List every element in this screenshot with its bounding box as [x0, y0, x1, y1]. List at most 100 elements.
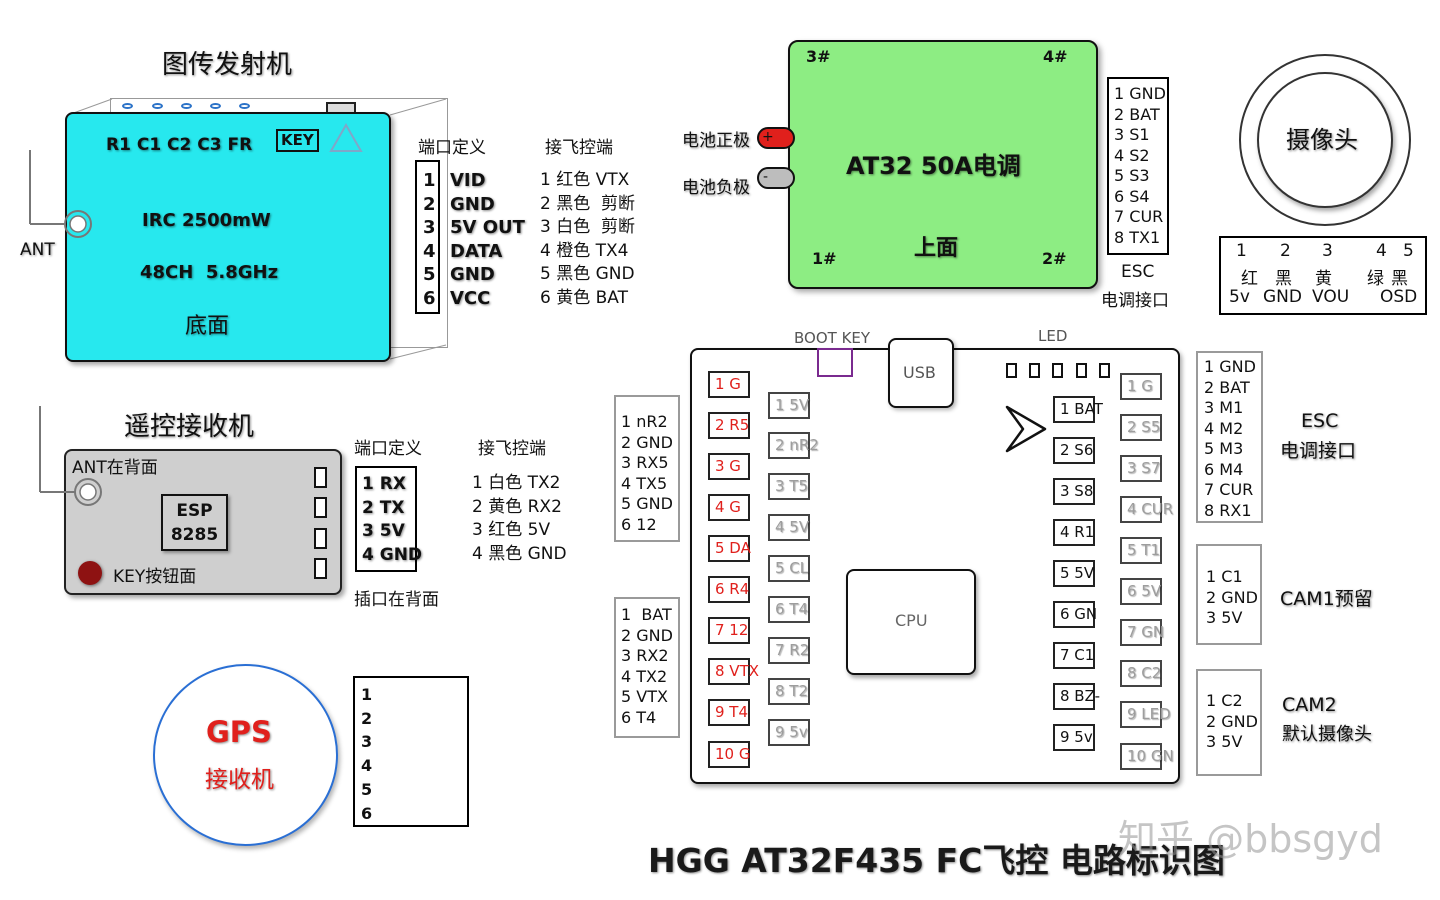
- esc-battery-negative-wire: -: [757, 167, 795, 189]
- fc-pad-r1: 1 BAT: [1053, 396, 1103, 423]
- fc-led-3: [1052, 363, 1063, 378]
- vtx-pin-name: VCC: [450, 287, 491, 309]
- vtx-fc-wire: 1 红色 VTX: [540, 170, 630, 190]
- camera-color-5: 黑: [1391, 269, 1408, 289]
- vtx-key-button[interactable]: KEY: [276, 129, 319, 152]
- camera-signal-1: 5v: [1229, 287, 1250, 307]
- vtx-band: 48CH 5.8GHz: [140, 262, 279, 283]
- camera-pin-3: 3: [1322, 241, 1333, 261]
- fc-esc-pin: 8 RX1: [1204, 500, 1252, 520]
- fc-left-top-pin: 6 12: [621, 514, 657, 534]
- vtx-pin-name: GND: [450, 264, 495, 285]
- esc-corner-2: 2#: [1042, 249, 1067, 268]
- vtx-pin-box: [415, 160, 440, 314]
- rx-fc-header: 接飞控端: [478, 439, 546, 459]
- fc-pad-l2: 2 nR2: [768, 432, 819, 459]
- camera-pin-5: 5: [1403, 241, 1414, 261]
- vtx-fc-wire: 5 黑色 GND: [540, 264, 635, 284]
- esc-pin: 2 BAT: [1114, 104, 1160, 124]
- camera-lens-inner: [1257, 72, 1393, 208]
- rx-fc-wire: 3 红色 5V: [472, 520, 551, 540]
- rx-slot-3: [314, 528, 327, 549]
- fc-boot-key-button[interactable]: [817, 348, 853, 377]
- vtx-fc-wire: 4 橙色 TX4: [540, 240, 629, 261]
- rx-pin: 3 5V: [362, 521, 405, 541]
- vtx-pin-num: 1: [423, 170, 436, 191]
- esc-battery-negative-label: 电池负极: [682, 178, 750, 198]
- camera-signal-2: GND: [1263, 287, 1302, 307]
- fc-pad-l2: 7 R2: [768, 637, 810, 664]
- fc-pad-l2: 5 CL: [768, 555, 810, 582]
- fc-pad-l1: 6 R4: [708, 576, 750, 603]
- esc-pin: 5 S3: [1114, 166, 1150, 185]
- fc-pad-r1: 9 5v: [1053, 724, 1095, 751]
- rx-pin: 4 GND: [362, 544, 423, 565]
- esc-corner-4: 4#: [1043, 47, 1068, 66]
- fc-cam2-pin: 1 C2: [1206, 691, 1243, 710]
- esc-corner-1: 1#: [812, 249, 837, 268]
- fc-pad-r1: 7 C1: [1053, 642, 1095, 669]
- camera-pin-1: 1: [1236, 241, 1247, 261]
- gps-pin: 2: [361, 708, 373, 728]
- vtx-pin-numbers: 1 2 3 4 5 6: [423, 169, 436, 310]
- fc-esc-pin: 2 BAT: [1204, 377, 1250, 397]
- fc-pad-r2: 7 GN: [1120, 619, 1164, 646]
- rx-fc-wire: 1 白色 TX2: [472, 473, 561, 493]
- fc-pad-l2: 1 5V: [768, 392, 810, 419]
- esc-corner-3: 3#: [806, 47, 831, 66]
- fc-pad-r2: 6 5V: [1120, 578, 1162, 605]
- fc-pad-r1: 6 GN: [1053, 601, 1097, 628]
- fc-left-bottom-pin: 2 GND: [621, 625, 673, 645]
- fc-pad-r2: 4 CUR: [1120, 496, 1173, 523]
- vtx-fc-wire: 2 黑色 剪断: [540, 193, 636, 214]
- fc-left-connector-bottom: [614, 597, 680, 738]
- fc-esc-pin: 1 GND: [1204, 357, 1256, 376]
- fc-pad-l1: 10 G: [708, 741, 750, 768]
- fc-pad-r1: 3 S8: [1053, 478, 1095, 505]
- fc-pad-l1: 5 DA: [708, 535, 751, 562]
- vtx-pin-num: 3: [423, 217, 436, 238]
- vtx-led-2: [152, 103, 163, 109]
- camera-color-2: 黑: [1275, 269, 1292, 289]
- fc-pad-r2: 5 T1: [1120, 537, 1162, 564]
- vtx-fc-header: 接飞控端: [545, 138, 613, 158]
- rx-chip: ESP 8285: [161, 494, 228, 551]
- rx-slot-1: [314, 467, 327, 488]
- fc-pad-r2: 8 C2: [1120, 660, 1162, 687]
- fc-cam1-pin: 3 5V: [1206, 608, 1243, 627]
- vtx-led-1: [122, 103, 133, 109]
- fc-left-bottom-pin: 1 BAT: [621, 605, 672, 624]
- camera-pin-box: [1219, 236, 1427, 315]
- esc-battery-positive-wire: +: [757, 127, 795, 149]
- vtx-pin-names: VID GND 5V OUT DATA GND VCC: [450, 169, 525, 310]
- fc-esc-pin: 7 CUR: [1204, 480, 1254, 499]
- vtx-title: 图传发射机: [162, 50, 293, 80]
- fc-led-label: LED: [1038, 327, 1068, 345]
- fc-board: [690, 348, 1180, 784]
- vtx-pin-num: 6: [423, 287, 436, 309]
- esc-pin: 7 CUR: [1114, 207, 1164, 226]
- gps-sub-label: 接收机: [205, 767, 274, 793]
- fc-usb-port[interactable]: [888, 338, 954, 408]
- rx-key-button[interactable]: [78, 561, 102, 585]
- vtx-led-3: [181, 103, 192, 109]
- fc-left-connector-top: [614, 395, 680, 542]
- fc-pad-l1: 3 G: [708, 453, 750, 480]
- fc-cam1-label: CAM1预留: [1280, 588, 1373, 610]
- vtx-pin-name: VID: [450, 170, 486, 191]
- page-title: HGG AT32F435 FC飞控 电路标识图: [648, 841, 1225, 880]
- fc-pad-r1: 2 S6: [1053, 437, 1095, 464]
- vtx-pin-num: 5: [423, 264, 436, 285]
- fc-pad-l1: 7 12: [708, 617, 750, 644]
- gps-pin: 5: [361, 779, 373, 799]
- gps-pin: 6: [361, 803, 373, 823]
- vtx-board: [65, 112, 391, 362]
- fc-esc-sub-label: 电调接口: [1280, 440, 1357, 462]
- fc-usb-label: USB: [903, 363, 936, 382]
- fc-cam1-connector: [1196, 544, 1262, 645]
- gps-pins: 1 2 3 4 5 6: [361, 683, 372, 825]
- rx-antenna-icon: [39, 406, 102, 506]
- fc-pad-l1: 8 VTX: [708, 658, 759, 685]
- fc-pad-r2: 9 LED: [1120, 701, 1171, 728]
- fc-pad-l2: 8 T2: [768, 678, 810, 705]
